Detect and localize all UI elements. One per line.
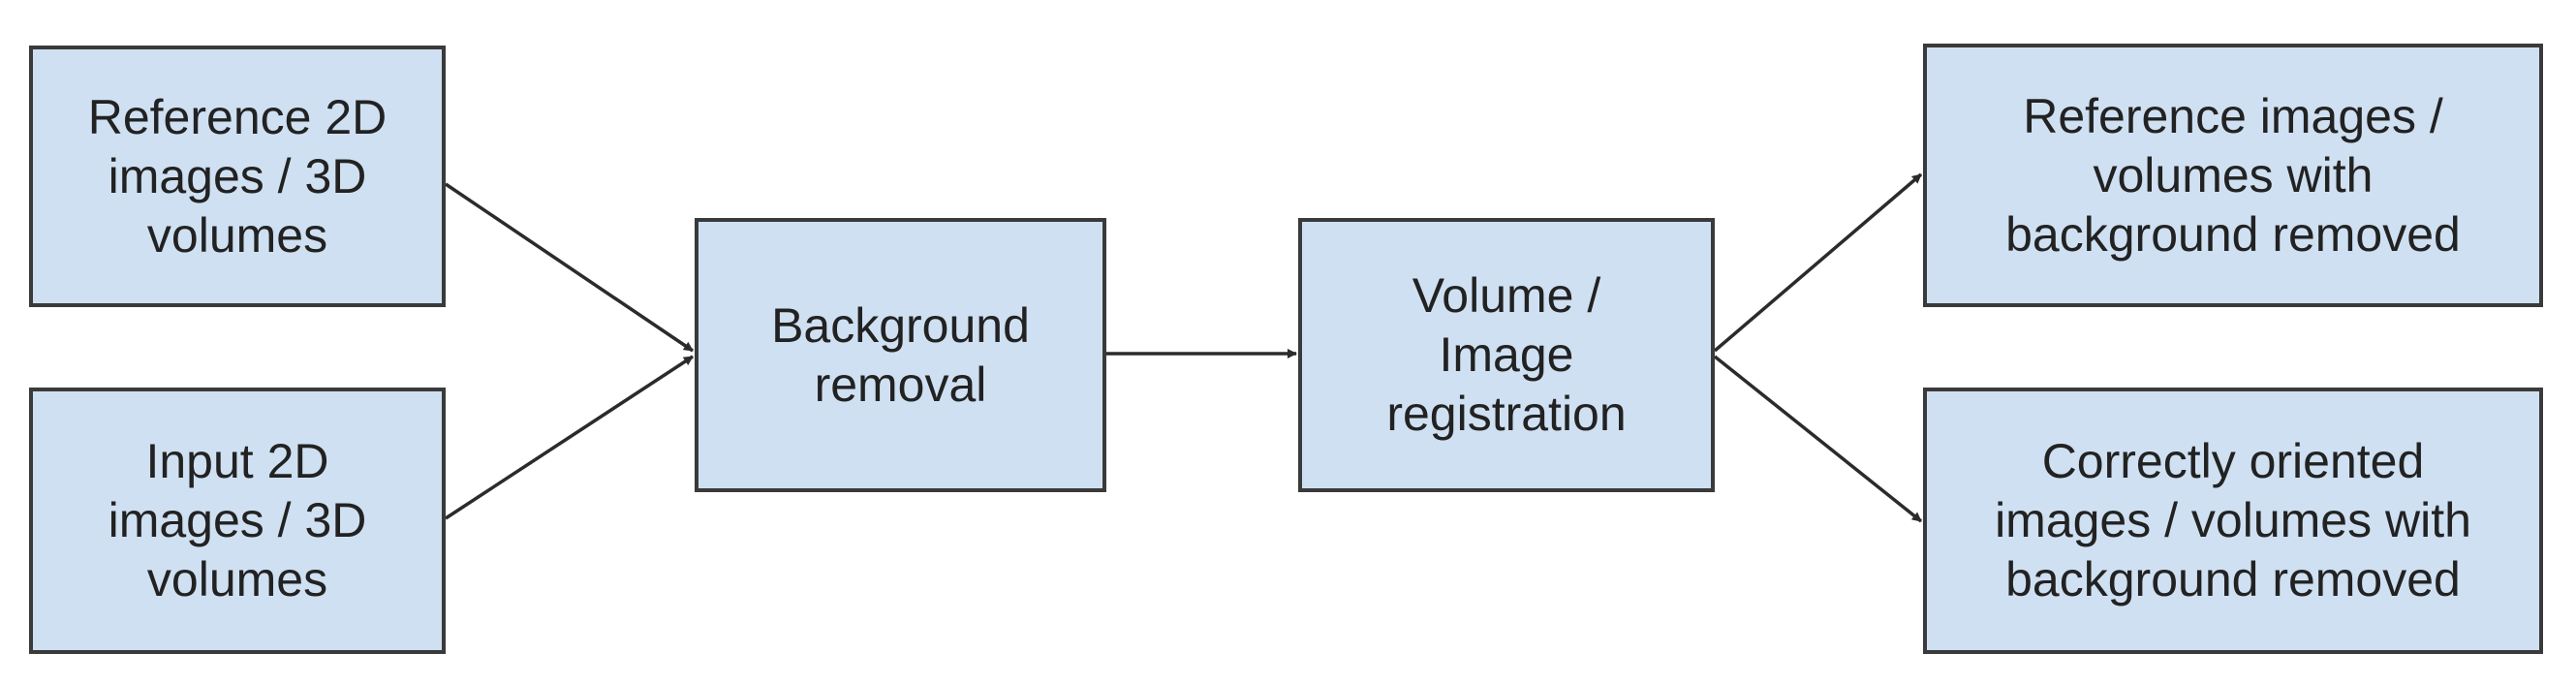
node-label: Background removal [771, 297, 1030, 412]
node-input-images: Input 2D images / 3D volumes [29, 388, 446, 654]
node-label: Volume / Image registration [1386, 268, 1627, 441]
node-label: Correctly oriented images / volumes with… [1995, 434, 2471, 606]
node-label: Reference 2D images / 3D volumes [87, 89, 388, 263]
node-label: Input 2D images / 3D volumes [108, 434, 367, 606]
node-background-removal: Background removal [695, 218, 1106, 492]
node-label: Reference images / volumes with backgrou… [2005, 88, 2461, 262]
node-reference-output: Reference images / volumes with backgrou… [1923, 44, 2543, 307]
edge-inp-to-bg [445, 355, 694, 520]
node-registration: Volume / Image registration [1298, 218, 1715, 492]
node-reference-inputs: Reference 2D images / 3D volumes [29, 46, 446, 307]
edge-reg-to-out1 [1713, 172, 1923, 353]
node-oriented-output: Correctly oriented images / volumes with… [1923, 388, 2543, 654]
edge-reg-to-out2 [1713, 355, 1923, 523]
edge-ref-to-bg [445, 182, 694, 353]
